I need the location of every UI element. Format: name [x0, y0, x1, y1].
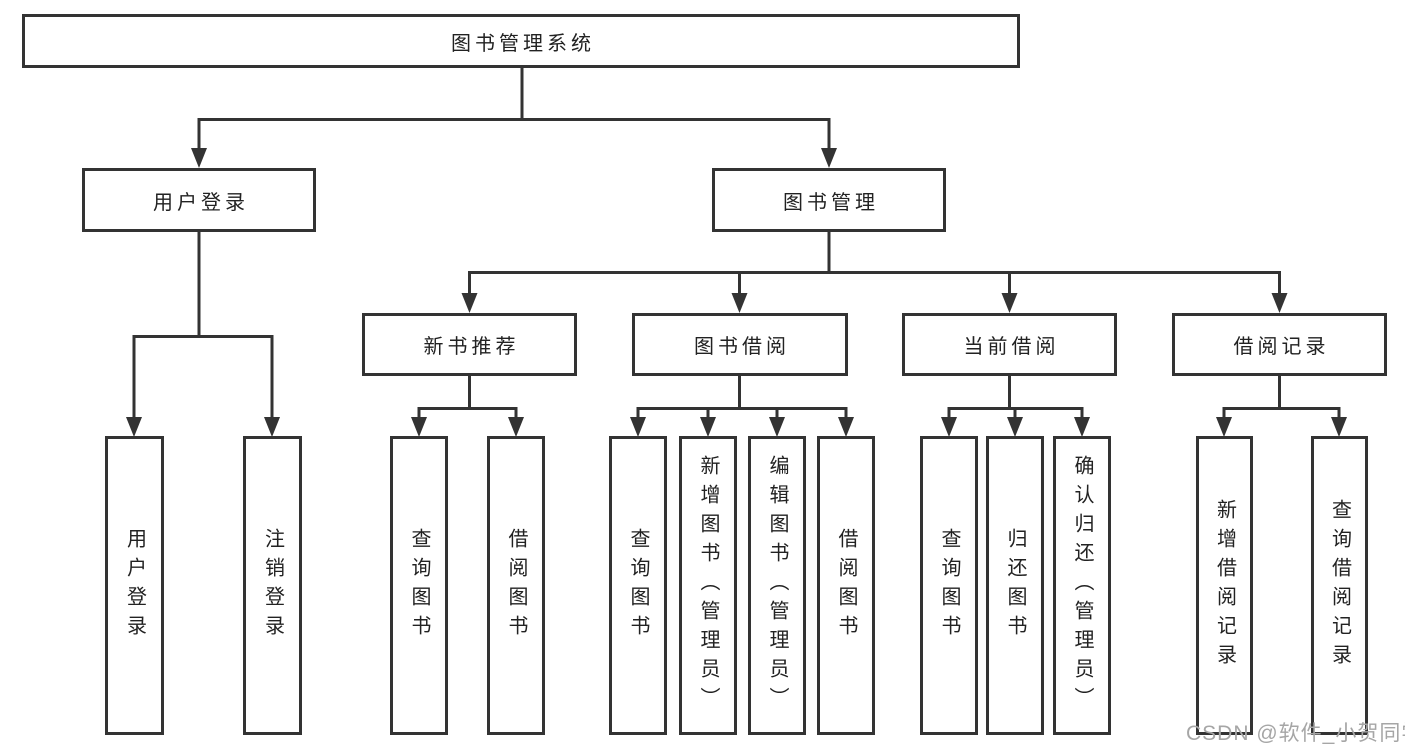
- leaf-label: 注销登录: [261, 527, 284, 644]
- leaf-label: 查询图书: [938, 527, 960, 644]
- arrow-down-icon: [126, 417, 142, 437]
- leaf-current-query-books: 查询图书: [920, 436, 978, 735]
- leaf-label: 新增图书（管理员）: [697, 455, 719, 716]
- node-book-management: 图书管理: [712, 168, 946, 232]
- arrow-down-icon: [769, 417, 785, 437]
- arrow-down-icon: [461, 293, 478, 313]
- leaf-user-login: 用户登录: [105, 436, 164, 735]
- arrow-down-icon: [264, 417, 280, 437]
- arrow-down-icon: [1331, 417, 1347, 437]
- node-user-login-label: 用户登录: [153, 191, 249, 214]
- leaf-borrow-query-books: 查询图书: [609, 436, 667, 735]
- leaf-current-return-books: 归还图书: [986, 436, 1044, 735]
- leaf-current-confirm-return-admin: 确认归还（管理员）: [1053, 436, 1111, 735]
- arrow-down-icon: [941, 417, 957, 437]
- leaf-label: 编辑图书（管理员）: [766, 455, 788, 716]
- node-book-borrow: 图书借阅: [632, 313, 848, 376]
- arrow-down-icon: [191, 148, 207, 168]
- arrow-down-icon: [1001, 293, 1018, 313]
- arrow-down-icon: [838, 417, 854, 437]
- leaf-newbook-query-books: 查询图书: [390, 436, 448, 735]
- node-new-book-recommend-label: 新书推荐: [423, 336, 520, 358]
- leaf-label: 查询图书: [408, 527, 430, 644]
- leaf-label: 借阅图书: [505, 527, 527, 644]
- leaf-logout: 注销登录: [243, 436, 302, 735]
- node-user-login: 用户登录: [82, 168, 316, 232]
- leaf-label: 归还图书: [1004, 527, 1026, 644]
- arrow-down-icon: [508, 417, 524, 437]
- node-borrow-records-label: 借阅记录: [1233, 336, 1330, 358]
- node-new-book-recommend: 新书推荐: [362, 313, 577, 376]
- arrow-down-icon: [731, 293, 748, 313]
- arrow-down-icon: [411, 417, 427, 437]
- leaf-borrow-edit-books-admin: 编辑图书（管理员）: [748, 436, 806, 735]
- node-current-borrow-label: 当前借阅: [963, 336, 1060, 358]
- node-book-management-label: 图书管理: [783, 191, 879, 214]
- leaf-borrow-borrow-books: 借阅图书: [817, 436, 875, 735]
- csdn-watermark: CSDN @软件_小贺同学: [1186, 722, 1405, 745]
- leaf-label: 借阅图书: [835, 527, 857, 644]
- leaf-label: 用户登录: [123, 527, 146, 644]
- leaf-label: 确认归还（管理员）: [1071, 455, 1093, 716]
- arrow-down-icon: [1074, 417, 1090, 437]
- leaf-records-add-record: 新增借阅记录: [1196, 436, 1253, 735]
- node-root: 图书管理系统: [22, 14, 1020, 68]
- node-root-label: 图书管理系统: [451, 32, 595, 55]
- arrow-down-icon: [821, 148, 837, 168]
- node-book-borrow-label: 图书借阅: [694, 336, 790, 358]
- leaf-label: 查询图书: [627, 527, 649, 644]
- node-borrow-records: 借阅记录: [1172, 313, 1387, 376]
- leaf-records-query-record: 查询借阅记录: [1311, 436, 1368, 735]
- arrow-down-icon: [1007, 417, 1023, 437]
- leaf-newbook-borrow-books: 借阅图书: [487, 436, 545, 735]
- arrow-down-icon: [700, 417, 716, 437]
- leaf-label: 查询借阅记录: [1328, 498, 1351, 673]
- leaf-label: 新增借阅记录: [1213, 498, 1236, 673]
- arrow-down-icon: [1216, 417, 1232, 437]
- node-current-borrow: 当前借阅: [902, 313, 1117, 376]
- arrow-down-icon: [1271, 293, 1288, 313]
- arrow-down-icon: [630, 417, 646, 437]
- leaf-borrow-add-books-admin: 新增图书（管理员）: [679, 436, 737, 735]
